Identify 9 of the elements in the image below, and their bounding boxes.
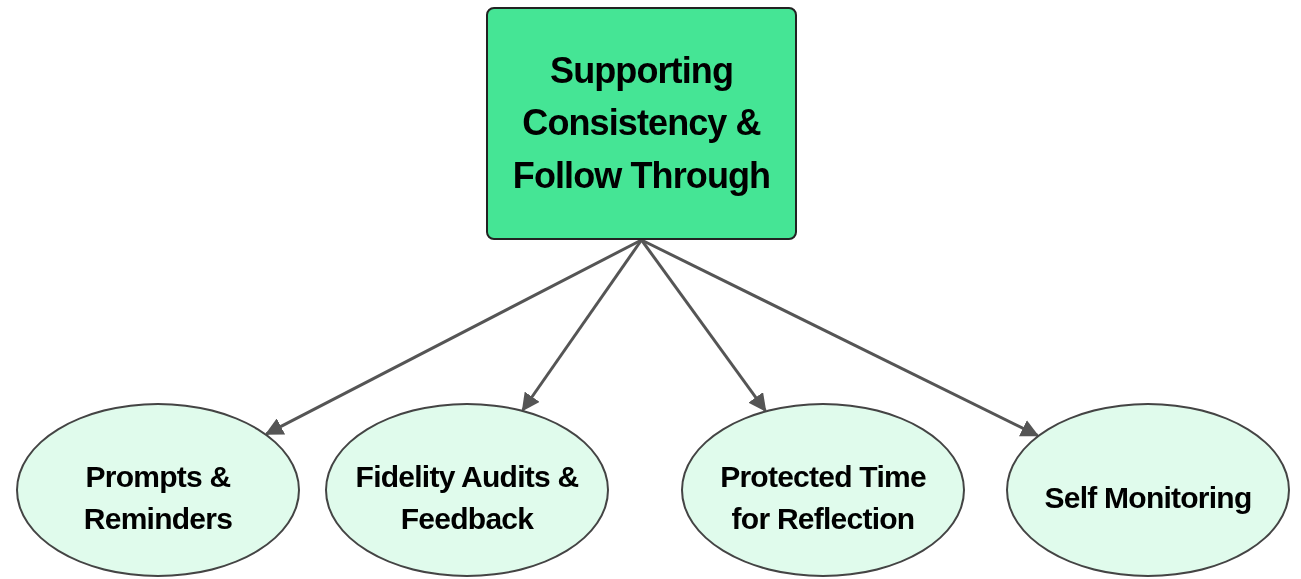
node-text: Self Monitoring: [1044, 480, 1252, 516]
node-text: Prompts & Reminders: [82, 459, 234, 537]
topic-box: [486, 7, 797, 240]
node-text: Supporting Consistency & Follow Through: [511, 49, 772, 198]
node-text: Protected Time for Reflection: [719, 459, 927, 537]
arrow: [640, 238, 1040, 437]
arrow: [521, 239, 643, 412]
arrow: [640, 239, 767, 412]
node-text: Fidelity Audits & Feedback: [354, 459, 580, 537]
